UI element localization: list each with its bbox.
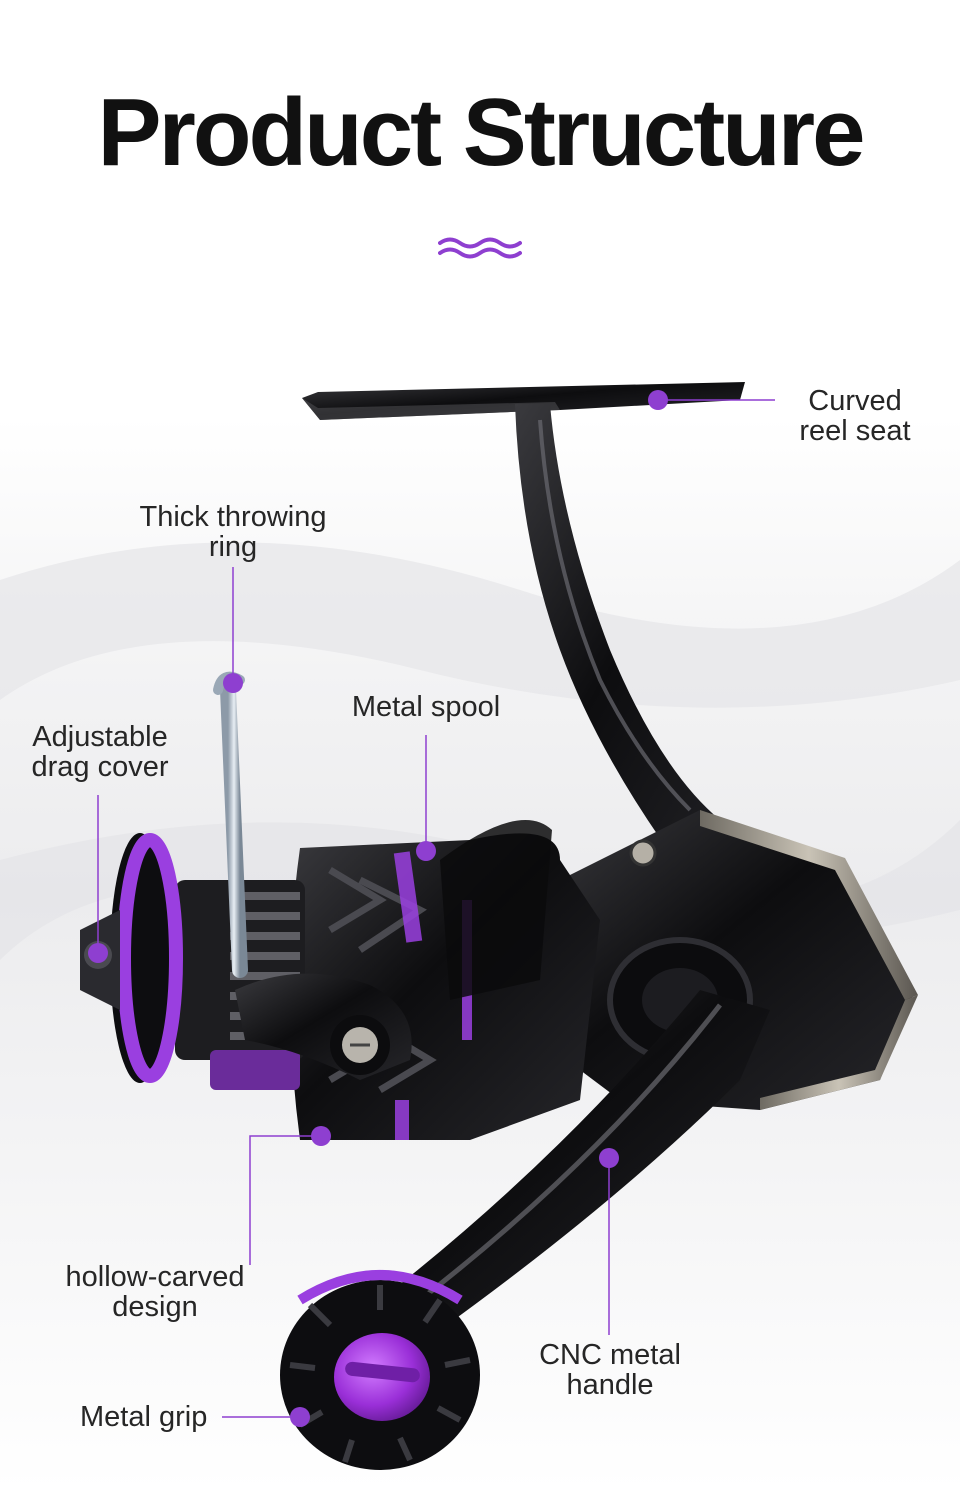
callout-line: Metal spool	[351, 691, 501, 723]
callout-hollow-carved-design: hollow-carved design	[52, 1262, 258, 1322]
callout-line: Adjustable	[32, 721, 168, 753]
wave-icon	[438, 237, 522, 259]
callout-line: hollow-carved	[65, 1261, 245, 1293]
callout-line: Curved	[808, 385, 902, 417]
callout-adjustable-drag-cover: Adjustable drag cover	[20, 722, 180, 782]
callout-line: ring	[208, 531, 258, 563]
callout-line: Metal grip	[80, 1401, 208, 1433]
callout-curved-reel-seat: Curved reel seat	[790, 386, 920, 446]
callout-metal-grip: Metal grip	[80, 1402, 220, 1432]
callout-line: design	[112, 1291, 198, 1323]
callout-line: handle	[566, 1369, 654, 1401]
callout-cnc-metal-handle: CNC metal handle	[530, 1340, 690, 1400]
callout-line: drag cover	[31, 751, 169, 783]
callout-metal-spool: Metal spool	[340, 692, 512, 722]
callout-line: CNC metal	[539, 1339, 681, 1371]
callout-thick-throwing-ring: Thick throwing ring	[124, 502, 342, 562]
callout-line: Thick throwing	[139, 501, 327, 533]
page-title: Product Structure	[97, 79, 865, 186]
callout-line: reel seat	[799, 415, 911, 447]
